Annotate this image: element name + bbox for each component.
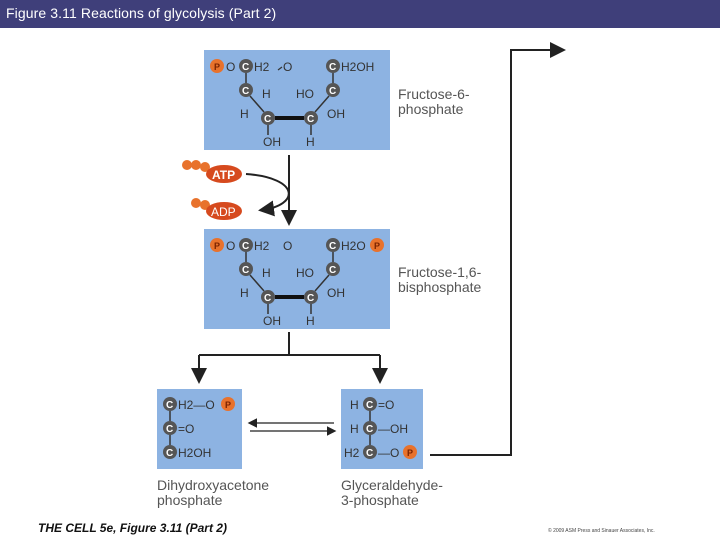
dihydroxyacetone-phosphate-label: Dihydroxyacetone phosphate bbox=[157, 477, 270, 508]
svg-text:H2OH: H2OH bbox=[178, 446, 211, 460]
phosphate-group-icon: P bbox=[370, 238, 384, 252]
svg-text:H2—O: H2—O bbox=[178, 398, 215, 412]
svg-text:H: H bbox=[240, 286, 249, 300]
fructose-6-phosphate-panel bbox=[204, 50, 390, 150]
svg-text:H2O: H2O bbox=[341, 239, 366, 253]
fructose-6-phosphate-label: Fructose-6- phosphate bbox=[398, 86, 470, 117]
svg-text:HO: HO bbox=[296, 87, 314, 101]
svg-text:OH: OH bbox=[263, 314, 281, 328]
phosphate-group-icon: P bbox=[210, 59, 224, 73]
svg-text:O: O bbox=[226, 60, 235, 74]
svg-text:C: C bbox=[307, 293, 314, 304]
svg-text:C: C bbox=[264, 114, 271, 125]
isomerization-arrows bbox=[247, 418, 337, 436]
copyright-notice: © 2009 ASM Press and Sinauer Associates,… bbox=[548, 528, 655, 534]
svg-text:C: C bbox=[242, 86, 249, 97]
svg-text:O: O bbox=[283, 239, 292, 253]
book-citation: THE CELL 5e, Figure 3.11 (Part 2) bbox=[38, 521, 227, 535]
glyceraldehyde-3-phosphate-label: Glyceraldehyde- 3-phosphate bbox=[341, 477, 443, 508]
svg-text:P: P bbox=[374, 241, 380, 251]
svg-text:C: C bbox=[166, 448, 173, 459]
svg-text:OH: OH bbox=[327, 107, 345, 121]
cleavage-arrows bbox=[191, 332, 388, 384]
svg-text:H: H bbox=[350, 398, 359, 412]
fructose-1-6-bisphosphate-structure: P O C H2 O C H2O P C C H HO H OH C C OH … bbox=[210, 238, 384, 328]
svg-text:C: C bbox=[166, 400, 173, 411]
svg-text:C: C bbox=[366, 424, 373, 435]
svg-text:C: C bbox=[366, 400, 373, 411]
svg-text:C: C bbox=[242, 265, 249, 276]
svg-text:H: H bbox=[262, 87, 271, 101]
svg-text:H: H bbox=[306, 135, 315, 149]
svg-text:—OH: —OH bbox=[378, 422, 408, 436]
svg-text:C: C bbox=[242, 241, 249, 252]
fructose-1-6-bisphosphate-label: Fructose-1,6- bisphosphate bbox=[398, 264, 482, 295]
svg-text:=O: =O bbox=[378, 398, 394, 412]
adp-icon bbox=[206, 202, 242, 220]
fructose-6-phosphate-structure: P O C H2 O C H2OH C C H HO H OH C C OH H bbox=[210, 59, 374, 149]
svg-text:C: C bbox=[307, 114, 314, 125]
phosphate-group-icon: P bbox=[221, 397, 235, 411]
svg-text:C: C bbox=[329, 86, 336, 97]
svg-text:P: P bbox=[214, 62, 220, 72]
svg-text:P: P bbox=[407, 448, 413, 458]
phosphate-group-icon: P bbox=[210, 238, 224, 252]
svg-text:—O: —O bbox=[378, 446, 399, 460]
atp-phosphate-chain-icon bbox=[182, 160, 210, 172]
phosphate-group-icon: P bbox=[403, 445, 417, 459]
fructose-1-6-bisphosphate-panel bbox=[204, 229, 390, 329]
svg-text:C: C bbox=[242, 62, 249, 73]
title-bar: Figure 3.11 Reactions of glycolysis (Par… bbox=[0, 0, 720, 28]
atp-icon bbox=[206, 165, 242, 183]
svg-text:P: P bbox=[225, 400, 231, 410]
svg-text:O: O bbox=[226, 239, 235, 253]
svg-text:H2: H2 bbox=[254, 60, 270, 74]
dhap-structure: C H2—O P C =O C H2OH bbox=[163, 397, 235, 460]
svg-text:OH: OH bbox=[327, 286, 345, 300]
atp-label: ATP bbox=[212, 168, 235, 182]
svg-text:H: H bbox=[306, 314, 315, 328]
svg-text:H2: H2 bbox=[254, 239, 270, 253]
svg-text:H2: H2 bbox=[344, 446, 360, 460]
svg-text:C: C bbox=[366, 448, 373, 459]
svg-text:C: C bbox=[329, 241, 336, 252]
svg-text:C: C bbox=[264, 293, 271, 304]
svg-text:H: H bbox=[262, 266, 271, 280]
svg-text:=O: =O bbox=[178, 422, 194, 436]
svg-text:HO: HO bbox=[296, 266, 314, 280]
svg-text:H2OH: H2OH bbox=[341, 60, 374, 74]
svg-text:C: C bbox=[329, 62, 336, 73]
svg-text:O: O bbox=[283, 60, 292, 74]
figure-title: Figure 3.11 Reactions of glycolysis (Par… bbox=[6, 5, 277, 21]
atp-adp-reaction: ATP ADP bbox=[182, 155, 297, 226]
svg-text:OH: OH bbox=[263, 135, 281, 149]
svg-text:H: H bbox=[350, 422, 359, 436]
adp-label: ADP bbox=[211, 205, 236, 219]
svg-text:P: P bbox=[214, 241, 220, 251]
continue-pathway-arrow bbox=[430, 42, 566, 456]
svg-text:H: H bbox=[240, 107, 249, 121]
svg-text:C: C bbox=[166, 424, 173, 435]
svg-text:C: C bbox=[329, 265, 336, 276]
g3p-structure: H C =O H C —OH H2 C —O P bbox=[344, 397, 417, 460]
